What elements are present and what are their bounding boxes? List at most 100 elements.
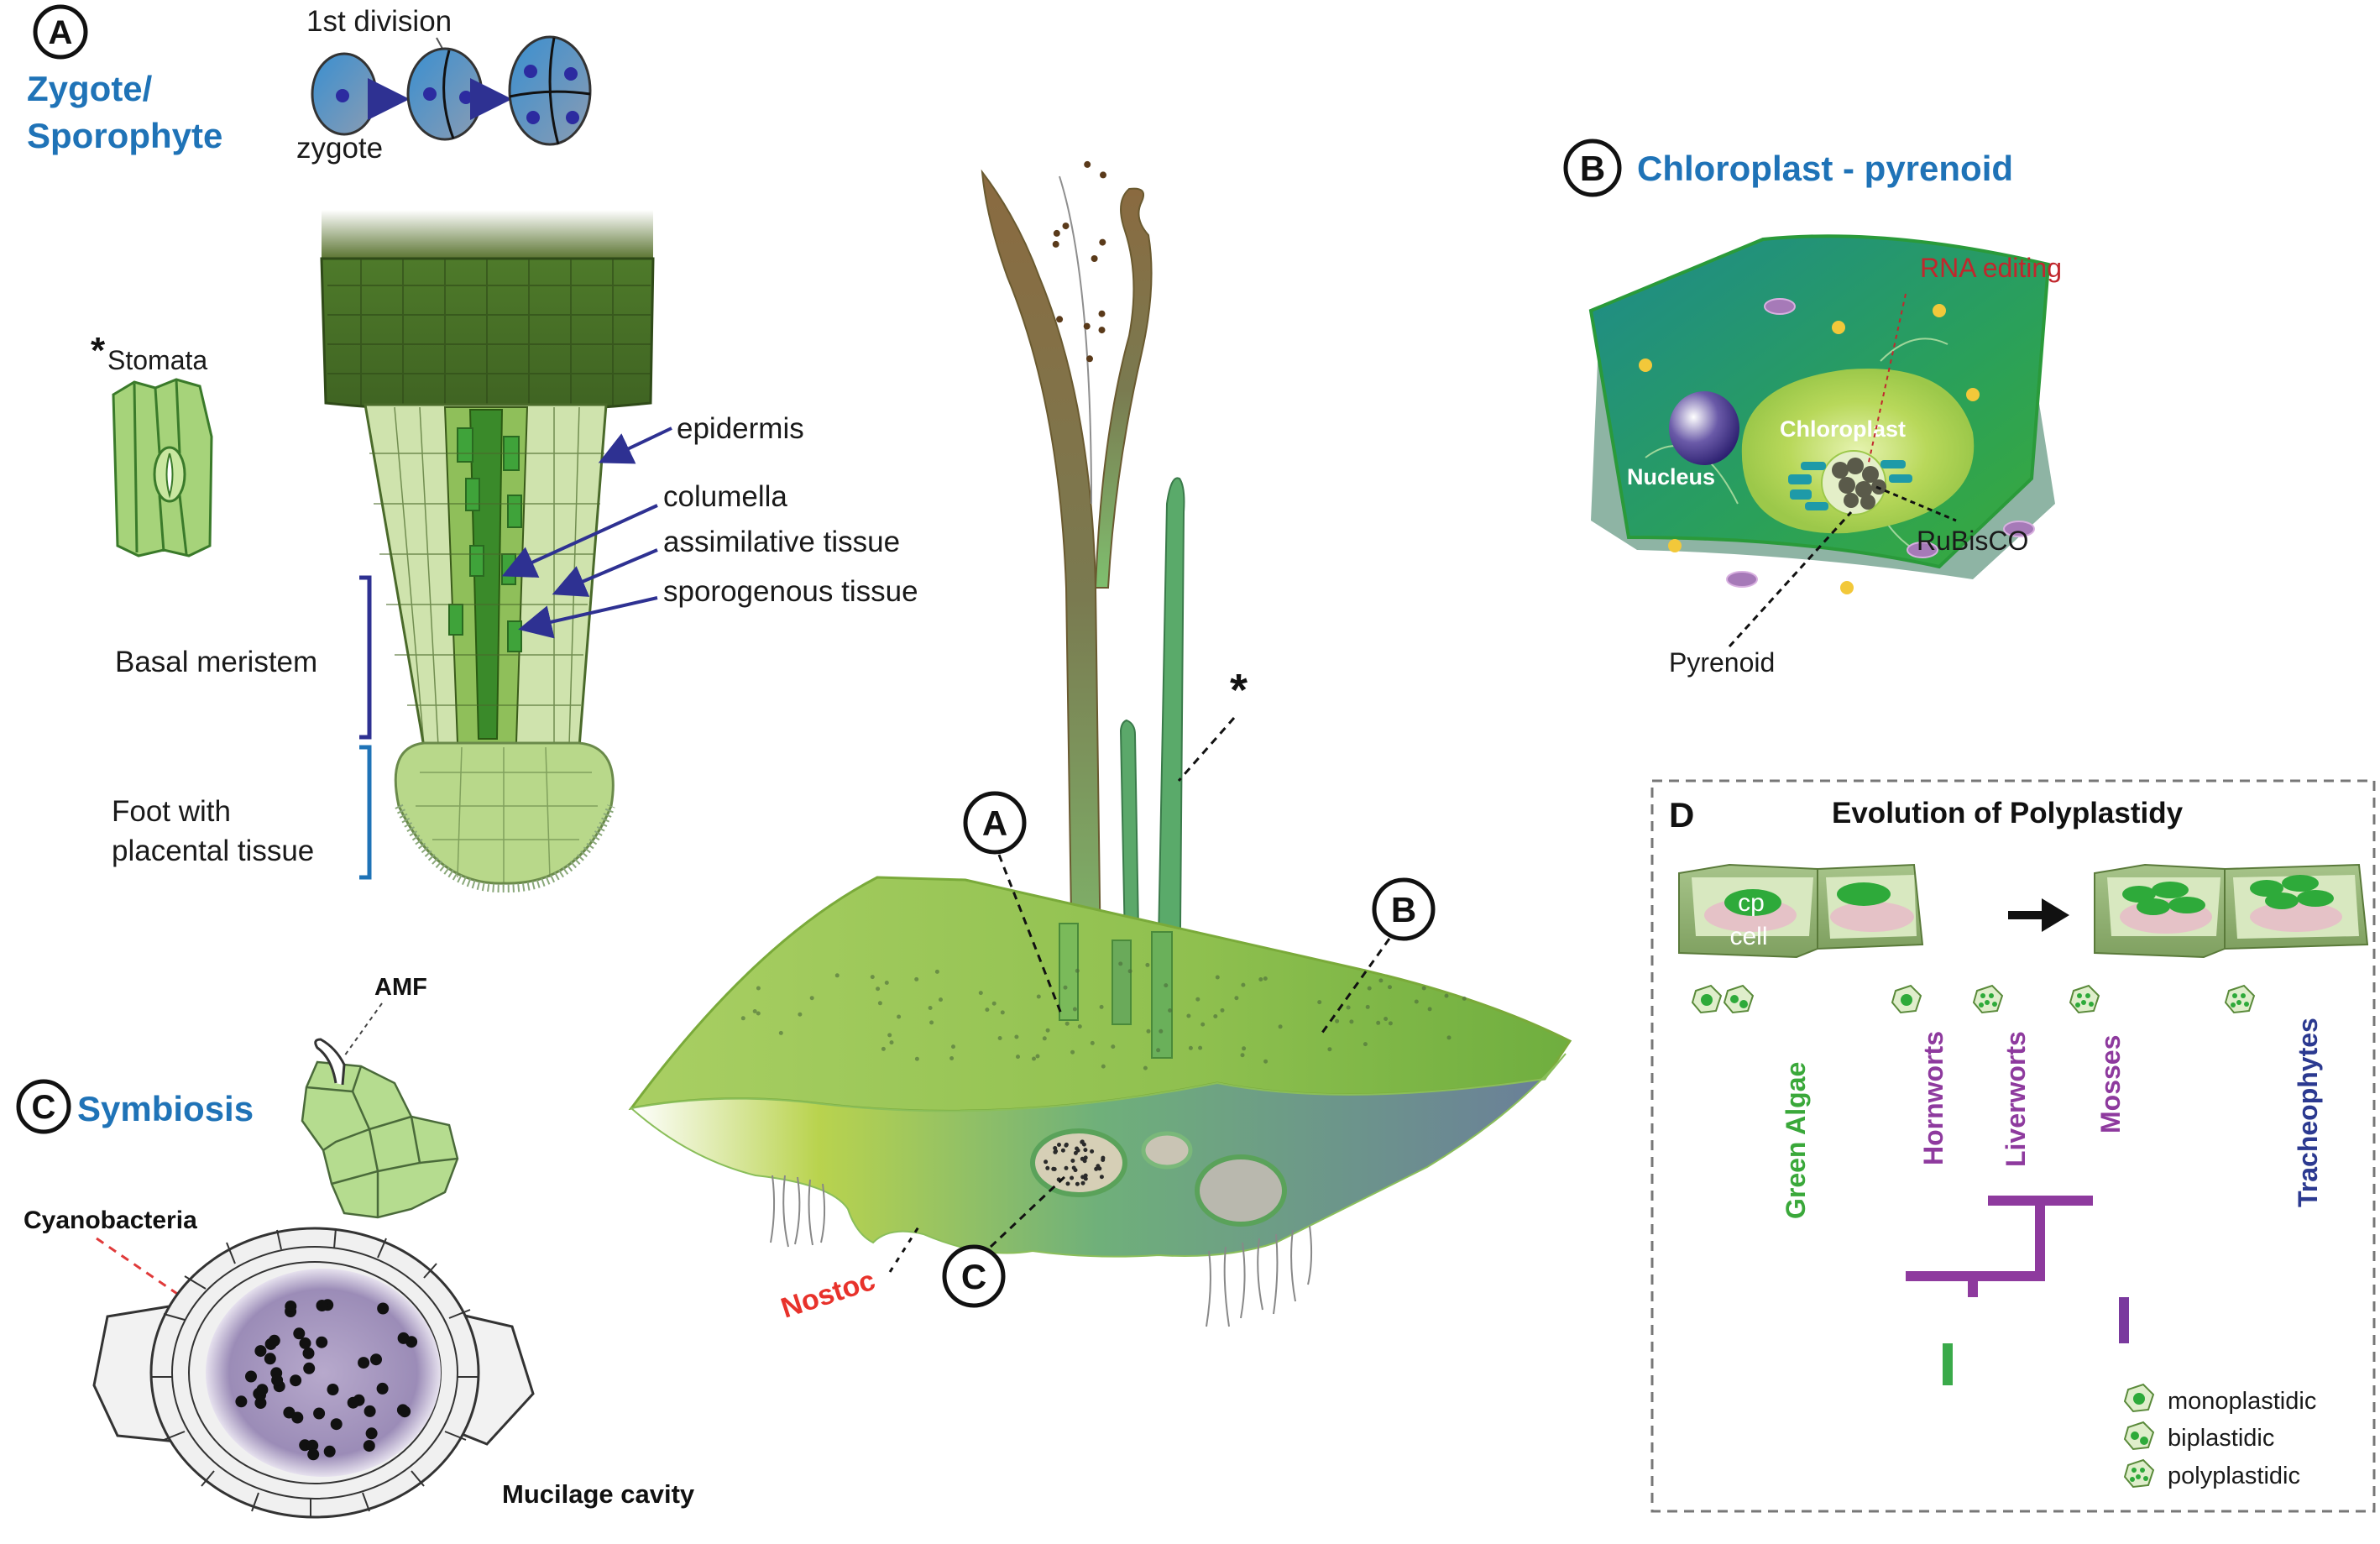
thallus-pore [951, 1044, 955, 1049]
thallus-pore [1378, 978, 1384, 983]
panel-c-title: Symbiosis [77, 1089, 254, 1128]
callout-a: A [982, 803, 1007, 843]
label-foot-2: placental tissue [112, 835, 314, 867]
zygote-cell [311, 52, 378, 136]
callout-a-badge [963, 791, 1027, 855]
panel-b-title: Chloroplast - pyrenoid [1637, 149, 2013, 188]
first-division-label: 1st division [306, 5, 452, 38]
phylogeny-tree [1768, 1028, 2287, 1385]
thallus-pore [1234, 996, 1239, 1001]
arrow-epidermis [598, 427, 672, 464]
evolution-arrow [2008, 898, 2069, 932]
cyanobacterium [291, 1411, 304, 1424]
amf-label: AMF [374, 974, 427, 1001]
rubisco-particles [1832, 458, 1886, 510]
callout-c-badge [942, 1244, 1006, 1308]
thallus-pore [1195, 997, 1200, 1002]
thallus-pore [1367, 986, 1372, 991]
label-basal-meristem: Basal meristem [115, 646, 317, 678]
mucilage-cavity-illustration [92, 1227, 535, 1519]
thallus-pore [1070, 1049, 1075, 1055]
thallus-pore [1220, 1008, 1225, 1013]
thallus-pore [1000, 1010, 1005, 1015]
panel-a-title-1: Zygote/ [27, 69, 153, 108]
thallus-pore [1077, 1024, 1082, 1029]
rna-editing-leader [1867, 293, 1907, 467]
nostoc-cell [1064, 1165, 1069, 1170]
thallus-pore [1444, 993, 1449, 998]
thallus-pore [1090, 1040, 1095, 1045]
cp-chloroplast-1 [1724, 889, 1781, 916]
cyanobacterium [376, 1382, 389, 1395]
amf-leader [343, 1002, 383, 1057]
thallus-pore [1384, 1017, 1389, 1021]
thallus-pore [1143, 1065, 1148, 1070]
cyanobacterium [327, 1384, 339, 1395]
thallus-pore [1317, 1000, 1322, 1005]
thallus-pore [1188, 1045, 1193, 1050]
thallus-pore [1240, 1053, 1245, 1058]
panel-c-letter: C [32, 1089, 56, 1126]
cyanobacterium [316, 1336, 328, 1348]
callout-b: B [1391, 890, 1416, 929]
arrow-columella [501, 504, 658, 578]
nostoc-cell [1044, 1159, 1049, 1165]
label-sporogenous: sporogenous tissue [663, 575, 918, 608]
cyanobacterium [235, 1395, 248, 1408]
nostoc-leader [888, 1225, 921, 1273]
legend-icon-bi [2123, 1421, 2155, 1451]
mucilage-label: Mucilage cavity [502, 1479, 695, 1509]
spore [1098, 310, 1106, 317]
cyanobacterium [268, 1334, 280, 1347]
sporophyte-horn-3 [1155, 477, 1185, 1029]
thallus-pore [1075, 968, 1080, 973]
cyanobacteria-dots [235, 1299, 418, 1461]
thallus-pore [1118, 961, 1123, 966]
spore [1091, 255, 1098, 262]
legend-icon-mono [2123, 1383, 2155, 1413]
panel-b-letter: B [1580, 149, 1605, 188]
thallus-pore [1242, 1046, 1247, 1051]
icon-bi-algae [1723, 984, 1755, 1014]
thallus-pore [949, 1056, 955, 1060]
thallus-pore [1258, 977, 1263, 981]
taxon-tracheophytes: Tracheophytes [2293, 1018, 2323, 1207]
label-columella: columella [663, 480, 787, 513]
thallus-pore [778, 1030, 783, 1035]
amf-cells [301, 1038, 459, 1219]
spore [1056, 316, 1064, 323]
nostoc-cell [1075, 1181, 1080, 1186]
chloroplast-label: Chloroplast [1780, 416, 1906, 442]
cyanobacterium [303, 1362, 316, 1374]
spore [1098, 327, 1106, 334]
peroxisomes [1639, 304, 1980, 594]
sporophyte-section [320, 210, 655, 893]
thallus-pore [889, 1040, 894, 1045]
cyanobacterium [330, 1418, 343, 1431]
cyanobacterium [347, 1396, 359, 1409]
thallus-pore [914, 1056, 919, 1061]
stomata-illustration [112, 378, 213, 557]
cells-after [2094, 863, 2369, 959]
nucleus-label: Nucleus [1627, 464, 1715, 489]
thallus-pore [1388, 985, 1392, 990]
thallus-pore [881, 1046, 886, 1051]
arrow-sporogenous [518, 596, 658, 639]
thallus-pore [1335, 1018, 1340, 1023]
thallus-pore [1168, 1008, 1173, 1013]
thallus-pore [1349, 1019, 1354, 1024]
nostoc-cell [1070, 1159, 1075, 1163]
label-assimilative: assimilative tissue [663, 526, 900, 558]
cyanobacterium [377, 1302, 390, 1315]
cyanobacterium [271, 1374, 284, 1386]
nostoc-cell [1064, 1143, 1069, 1148]
spore [1099, 238, 1106, 246]
thallus-pore [1016, 1055, 1020, 1060]
spore [1086, 355, 1093, 363]
nostoc-cell [1070, 1175, 1075, 1180]
spores [1052, 160, 1106, 363]
thallus-pore [876, 987, 881, 992]
thallus-pore [740, 1016, 745, 1021]
thallus-pore [1241, 982, 1246, 987]
callout-c-leader [989, 1174, 1068, 1248]
